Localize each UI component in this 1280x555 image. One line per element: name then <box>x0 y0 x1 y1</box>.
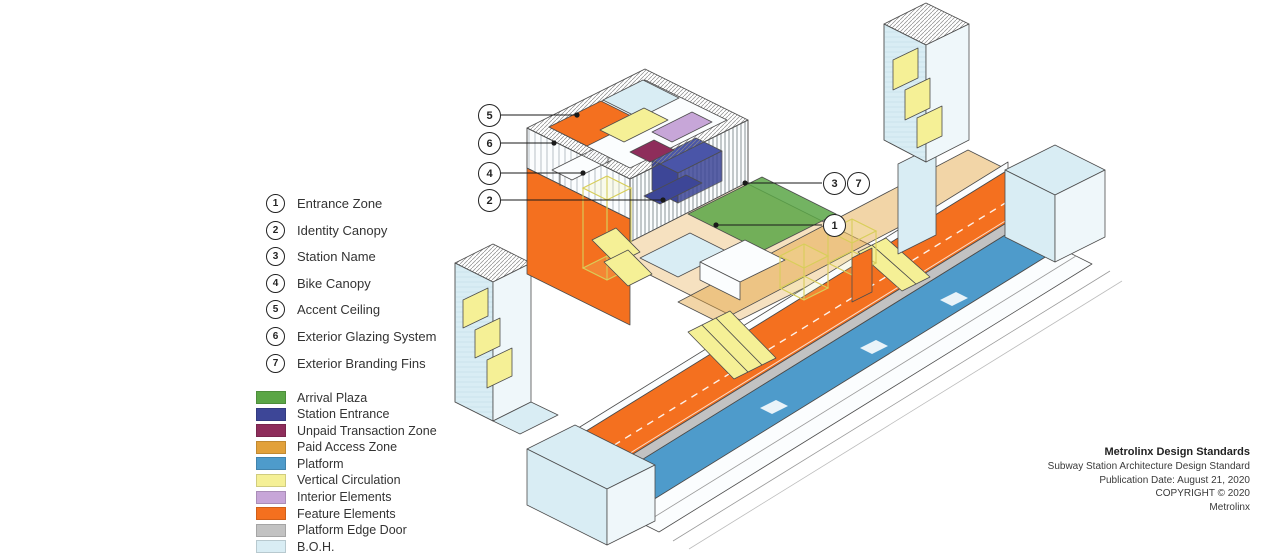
callout-number-badge: 2 <box>266 220 285 240</box>
legend-item: Platform Edge Door <box>256 523 437 538</box>
vent-shaft-connector <box>897 144 937 255</box>
legend-swatch <box>256 424 286 438</box>
skylight <box>602 79 680 119</box>
callout-item: 5 Accent Ceiling <box>266 300 436 320</box>
floor-marking <box>760 400 788 414</box>
legend-swatch <box>256 457 286 471</box>
tower-stair <box>916 105 943 149</box>
legend-label: Paid Access Zone <box>297 440 398 455</box>
interior-vertical-circulation <box>599 107 669 143</box>
low-building-face <box>699 261 741 301</box>
callout-number-badge: 5 <box>266 300 285 320</box>
callout-number-badge: 7 <box>266 353 285 373</box>
legend-item: Vertical Circulation <box>256 473 437 488</box>
footer-org: Metrolinx <box>1209 501 1250 513</box>
callout-number-badge: 4 <box>266 273 285 293</box>
callout-item: 2 Identity Canopy <box>266 220 436 240</box>
tower-stair <box>892 47 919 91</box>
tower-stair <box>486 347 513 389</box>
feature-wall-stub <box>851 247 873 303</box>
vent-tower-left <box>454 243 559 435</box>
callout-item: 7 Exterior Branding Fins <box>266 353 436 373</box>
diagram-callout-2: 2 <box>478 189 501 212</box>
legend-label: Feature Elements <box>297 506 396 521</box>
boh-left-end <box>526 424 656 546</box>
legend-item: Unpaid Transaction Zone <box>256 423 437 438</box>
diagram-callout-4: 4 <box>478 162 501 185</box>
callout-number-badge: 3 <box>266 247 285 267</box>
legend-item: Interior Elements <box>256 490 437 505</box>
legend-item: Feature Elements <box>256 506 437 521</box>
legend-item: Station Entrance <box>256 407 437 422</box>
tower-stair <box>462 287 489 329</box>
callout-item: 3 Station Name <box>266 247 436 267</box>
headhouse-stair-tower <box>581 175 653 287</box>
legend-label: Platform Edge Door <box>297 523 407 538</box>
legend-swatch <box>256 473 286 487</box>
callout-number-badge: 6 <box>266 326 285 346</box>
rail-line <box>688 280 1123 550</box>
escalator-bank-b <box>857 237 931 292</box>
diagram-callout-6: 6 <box>478 132 501 155</box>
callout-label: Identity Canopy <box>297 222 388 238</box>
legend-label: Vertical Circulation <box>297 473 401 488</box>
callout-leaders <box>501 112 822 228</box>
legend-label: Platform <box>297 456 344 471</box>
footer-copyright: COPYRIGHT © 2020 <box>1155 488 1250 500</box>
legend-swatch <box>256 440 286 454</box>
boh-right-end <box>1004 144 1106 263</box>
floor-marking <box>940 292 968 306</box>
interior-elements <box>651 111 713 143</box>
legend-swatch <box>256 391 286 404</box>
document-footer: Metrolinx Design Standards Subway Statio… <box>1048 446 1250 514</box>
legend-swatch <box>256 523 286 537</box>
unpaid-transaction-zone <box>629 139 675 163</box>
callout-label: Entrance Zone <box>297 196 383 211</box>
callout-label: Station Name <box>297 249 376 265</box>
tactile-strip <box>618 191 1053 461</box>
legend-swatch <box>256 540 286 554</box>
legend-item: Paid Access Zone <box>256 440 437 455</box>
tower-stair <box>474 317 501 359</box>
tower-stair <box>904 77 931 121</box>
callout-label: Exterior Branding Fins <box>297 355 426 371</box>
diagram-callout-7: 7 <box>847 172 870 195</box>
legend-label: Arrival Plaza <box>297 390 368 405</box>
callout-item: 6 Exterior Glazing System <box>266 326 437 346</box>
diagram-callout-1: 1 <box>823 214 846 237</box>
callout-item: 1 Entrance Zone <box>266 194 436 213</box>
platform-centerline <box>602 183 1037 453</box>
tower-base-connector <box>492 401 559 435</box>
color-legend: Arrival Plaza Station Entrance Unpaid Tr… <box>256 391 437 555</box>
identity-canopy <box>643 174 703 205</box>
escalator-bank-a <box>687 310 777 380</box>
callout-number-badge: 1 <box>266 194 285 213</box>
platform-structure <box>526 144 1123 550</box>
rail-line <box>672 270 1111 542</box>
diagram-callout-3: 3 <box>823 172 846 195</box>
legend-swatch <box>256 507 286 521</box>
legend-label: Station Entrance <box>297 407 390 422</box>
footer-publication-date: Publication Date: August 21, 2020 <box>1099 474 1250 486</box>
callout-label: Bike Canopy <box>297 275 371 291</box>
legend-swatch <box>256 490 286 504</box>
legend-label: Interior Elements <box>297 490 392 505</box>
legend-item: Arrival Plaza <box>256 390 437 405</box>
footer-subtitle: Subway Station Architecture Design Stand… <box>1047 461 1250 473</box>
callout-label: Accent Ceiling <box>297 302 381 318</box>
vent-tower-right <box>883 2 970 163</box>
legend-label: B.O.H. <box>297 539 335 554</box>
numbered-legend: 1 Entrance Zone 2 Identity Canopy 3 Stat… <box>266 194 436 380</box>
callout-item: 4 Bike Canopy <box>266 273 436 293</box>
legend-label: Unpaid Transaction Zone <box>297 423 437 438</box>
rail-line <box>642 255 1077 525</box>
diagram-callout-5: 5 <box>478 104 501 127</box>
footer-title: Metrolinx Design Standards <box>1104 446 1250 458</box>
floor-marking <box>860 340 888 354</box>
legend-item: B.O.H. <box>256 539 437 554</box>
legend-item: Platform <box>256 456 437 471</box>
callout-label: Exterior Glazing System <box>297 328 437 344</box>
legend-swatch <box>256 407 286 421</box>
